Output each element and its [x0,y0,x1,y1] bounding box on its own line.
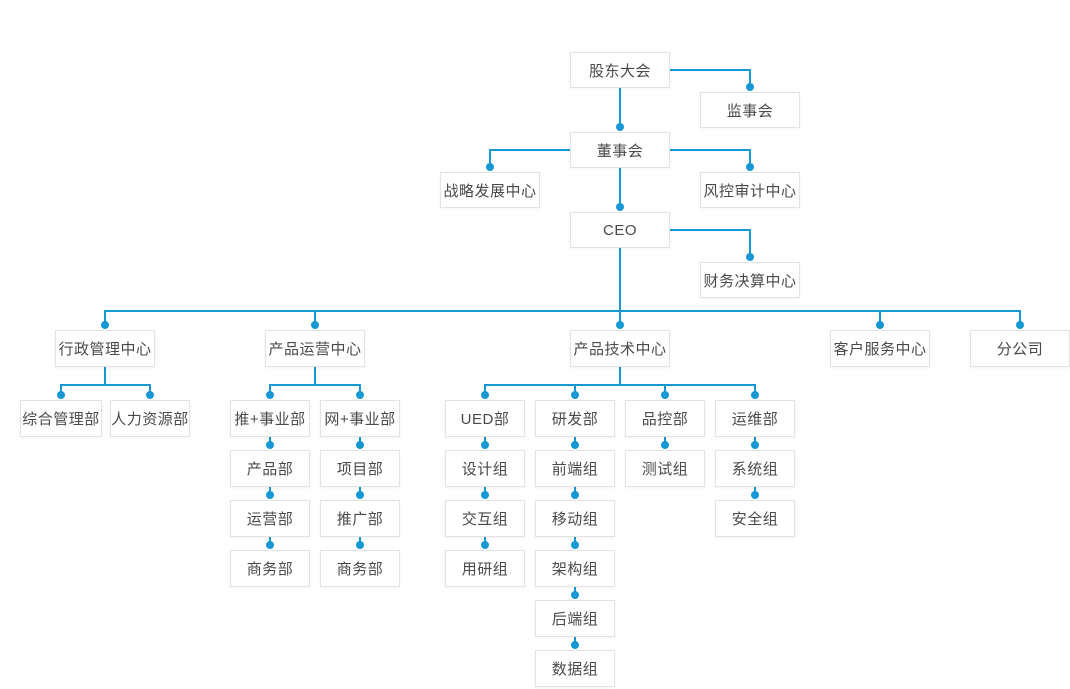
connector-dot [616,203,624,211]
org-node-pinkong[interactable]: 品控部 [625,400,705,437]
org-node-jianshihui[interactable]: 监事会 [700,92,800,128]
connector-dot [266,391,274,399]
org-node-shujuzu[interactable]: 数据组 [535,650,615,687]
connector-dot [146,391,154,399]
connector-dot [311,321,319,329]
connector-dot [571,641,579,649]
connector-dot [481,441,489,449]
org-node-xiangmubu[interactable]: 项目部 [320,450,400,487]
connector-dot [746,253,754,261]
org-node-yidongzu[interactable]: 移动组 [535,500,615,537]
connector-dot [571,541,579,549]
org-node-caiwu[interactable]: 财务决算中心 [700,262,800,298]
connector-dot [661,391,669,399]
connector-dot [481,491,489,499]
org-node-shangwubu-2[interactable]: 商务部 [320,550,400,587]
connector-line [104,310,106,328]
connector-dot [571,441,579,449]
connector-line [314,310,316,328]
org-node-jiaohuzu[interactable]: 交互组 [445,500,525,537]
org-node-tui[interactable]: 推+事业部 [230,400,310,437]
connector-line [749,230,751,260]
org-node-jiagouzu[interactable]: 架构组 [535,550,615,587]
connector-dot [356,541,364,549]
connector-line [619,88,621,130]
connector-line [879,310,881,328]
org-node-zonghe[interactable]: 综合管理部 [20,400,102,437]
connector-line [669,69,751,71]
org-node-dongshihui[interactable]: 董事会 [570,132,670,168]
connector-dot [266,441,274,449]
org-node-shangwubu-1[interactable]: 商务部 [230,550,310,587]
connector-line [619,367,621,385]
connector-dot [616,321,624,329]
org-node-ceshizu[interactable]: 测试组 [625,450,705,487]
org-node-xitongzu[interactable]: 系统组 [715,450,795,487]
org-node-yunyingbu[interactable]: 运营部 [230,500,310,537]
connector-dot [661,441,669,449]
connector-dot [751,391,759,399]
org-node-yunwei[interactable]: 运维部 [715,400,795,437]
connector-dot [746,163,754,171]
org-node-kefu[interactable]: 客户服务中心 [830,330,930,367]
connector-dot [356,391,364,399]
org-node-chanpinbu[interactable]: 产品部 [230,450,310,487]
connector-dot [571,391,579,399]
connector-dot [571,491,579,499]
connector-line [749,70,751,90]
connector-dot [266,491,274,499]
connector-dot [481,541,489,549]
connector-dot [481,391,489,399]
connector-dot [57,391,65,399]
connector-line [749,150,751,170]
org-node-anquanzu[interactable]: 安全组 [715,500,795,537]
org-node-wang[interactable]: 网+事业部 [320,400,400,437]
org-node-yunying[interactable]: 产品运营中心 [265,330,365,367]
org-node-yongyanzu[interactable]: 用研组 [445,550,525,587]
connector-dot [876,321,884,329]
connector-line [489,149,571,151]
org-node-fengongsi[interactable]: 分公司 [970,330,1070,367]
connector-line [1019,310,1021,328]
org-node-ued[interactable]: UED部 [445,400,525,437]
connector-dot [1016,321,1024,329]
org-node-qianduanzu[interactable]: 前端组 [535,450,615,487]
connector-dot [356,491,364,499]
org-node-jishu[interactable]: 产品技术中心 [570,330,670,367]
connector-dot [356,441,364,449]
connector-line [669,149,751,151]
org-node-gudong[interactable]: 股东大会 [570,52,670,88]
org-node-tuiguangbu[interactable]: 推广部 [320,500,400,537]
connector-line [314,367,316,385]
connector-dot [486,163,494,171]
connector-dot [571,591,579,599]
connector-dot [101,321,109,329]
connector-line [669,229,751,231]
org-node-zhanlue[interactable]: 战略发展中心 [440,172,540,208]
connector-line [619,310,621,328]
org-node-shejizu[interactable]: 设计组 [445,450,525,487]
connector-line [489,150,491,170]
connector-dot [266,541,274,549]
org-node-houduanzu[interactable]: 后端组 [535,600,615,637]
connector-line [484,384,756,386]
org-node-renli[interactable]: 人力资源部 [110,400,190,437]
connector-line [619,168,621,210]
connector-dot [616,123,624,131]
connector-line [619,248,621,311]
connector-line [60,384,151,386]
connector-line [269,384,361,386]
connector-dot [751,491,759,499]
connector-dot [746,83,754,91]
connector-dot [751,441,759,449]
org-node-yanfa[interactable]: 研发部 [535,400,615,437]
org-node-xingzheng[interactable]: 行政管理中心 [55,330,155,367]
connector-line [104,367,106,385]
org-node-ceo[interactable]: CEO [570,212,670,248]
org-node-fengkong[interactable]: 风控审计中心 [700,172,800,208]
connector-line [104,310,1021,312]
